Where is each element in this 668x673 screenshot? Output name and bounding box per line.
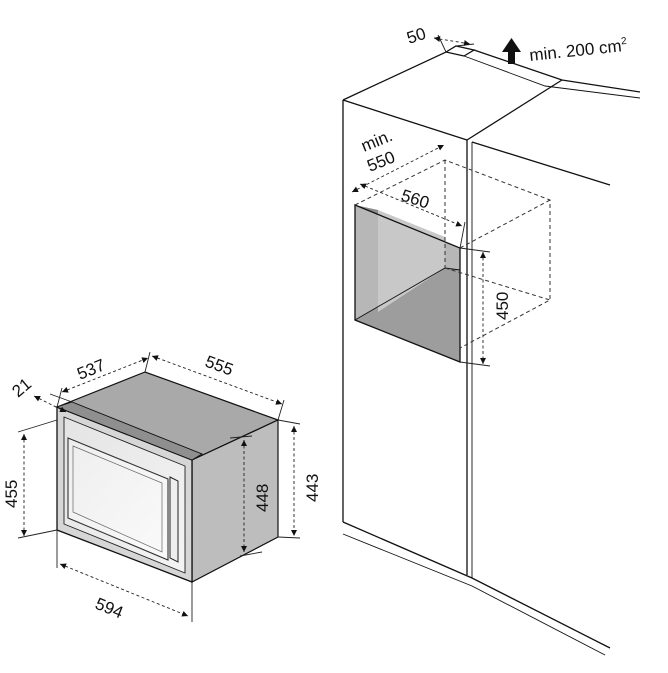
cabinet-top-right	[466, 79, 563, 141]
dim-50-ext-left	[437, 34, 447, 53]
cabinet-vent-strip	[445, 45, 476, 57]
vent-up-arrow-icon	[502, 38, 521, 64]
dim-448-ext-top	[229, 435, 253, 439]
dim-443-ext-bot	[277, 536, 301, 539]
vent-area-text: min. 200 cm	[528, 36, 622, 65]
oven-height-side-label: 443	[303, 474, 322, 502]
dim-555-ext-right	[277, 399, 285, 421]
dim-537-line	[61, 357, 149, 393]
cabinet-top-front	[342, 99, 468, 141]
dim-21-line	[33, 395, 67, 413]
cabinet-height-label: 450	[493, 292, 512, 320]
cabinet-back-top-inner	[463, 55, 641, 99]
dim-560-line	[359, 183, 463, 227]
oven-depth-label: 537	[74, 355, 107, 383]
oven-door-window-inner	[72, 445, 163, 553]
cabinet-drawing: 50 min. 200 cm2 min. 550 560 450	[342, 24, 641, 656]
dim-455-ext-top	[17, 419, 58, 433]
dim-443-ext-top	[277, 419, 301, 425]
oven-width-top-label: 555	[203, 352, 236, 380]
dim-560-ext	[459, 221, 466, 249]
cabinet-side-top	[471, 141, 611, 186]
dim-555-line	[151, 355, 283, 405]
dim-448-ext-bot	[239, 551, 263, 557]
dim-50-line	[433, 36, 471, 46]
oven-door-handle	[169, 476, 179, 563]
vent-area-label: min. 200 cm2	[528, 36, 628, 65]
oven-height-body-label: 448	[253, 484, 272, 512]
oven-height-total-label: 455	[2, 480, 21, 508]
vent-area-sup: 2	[621, 36, 628, 48]
niche-dashed-volume	[354, 159, 551, 349]
vent-gap-label: 50	[404, 24, 428, 48]
cabinet-base-inner	[342, 533, 606, 656]
oven-offset-label: 21	[8, 374, 35, 401]
dim-450-ext-top	[459, 247, 491, 253]
oven-door-window	[67, 437, 169, 561]
dim-50-ext-right	[455, 43, 475, 47]
cabinet-floor-line	[342, 521, 611, 649]
cabinet-top-left	[342, 51, 465, 101]
dim-21-ext	[49, 393, 73, 403]
dim-537-ext-right	[144, 351, 151, 373]
oven-width-front-label: 594	[93, 594, 126, 622]
dim-594-line	[59, 563, 189, 617]
oven-front-rim	[55, 401, 204, 461]
dim-450-ext-bot	[459, 361, 491, 367]
oven-drawing: 537 555 21 455 448 443 594	[2, 351, 322, 622]
cabinet-width-label: 560	[399, 186, 432, 213]
niche-floor	[355, 268, 460, 362]
dim-455-ext-bot	[17, 529, 58, 539]
